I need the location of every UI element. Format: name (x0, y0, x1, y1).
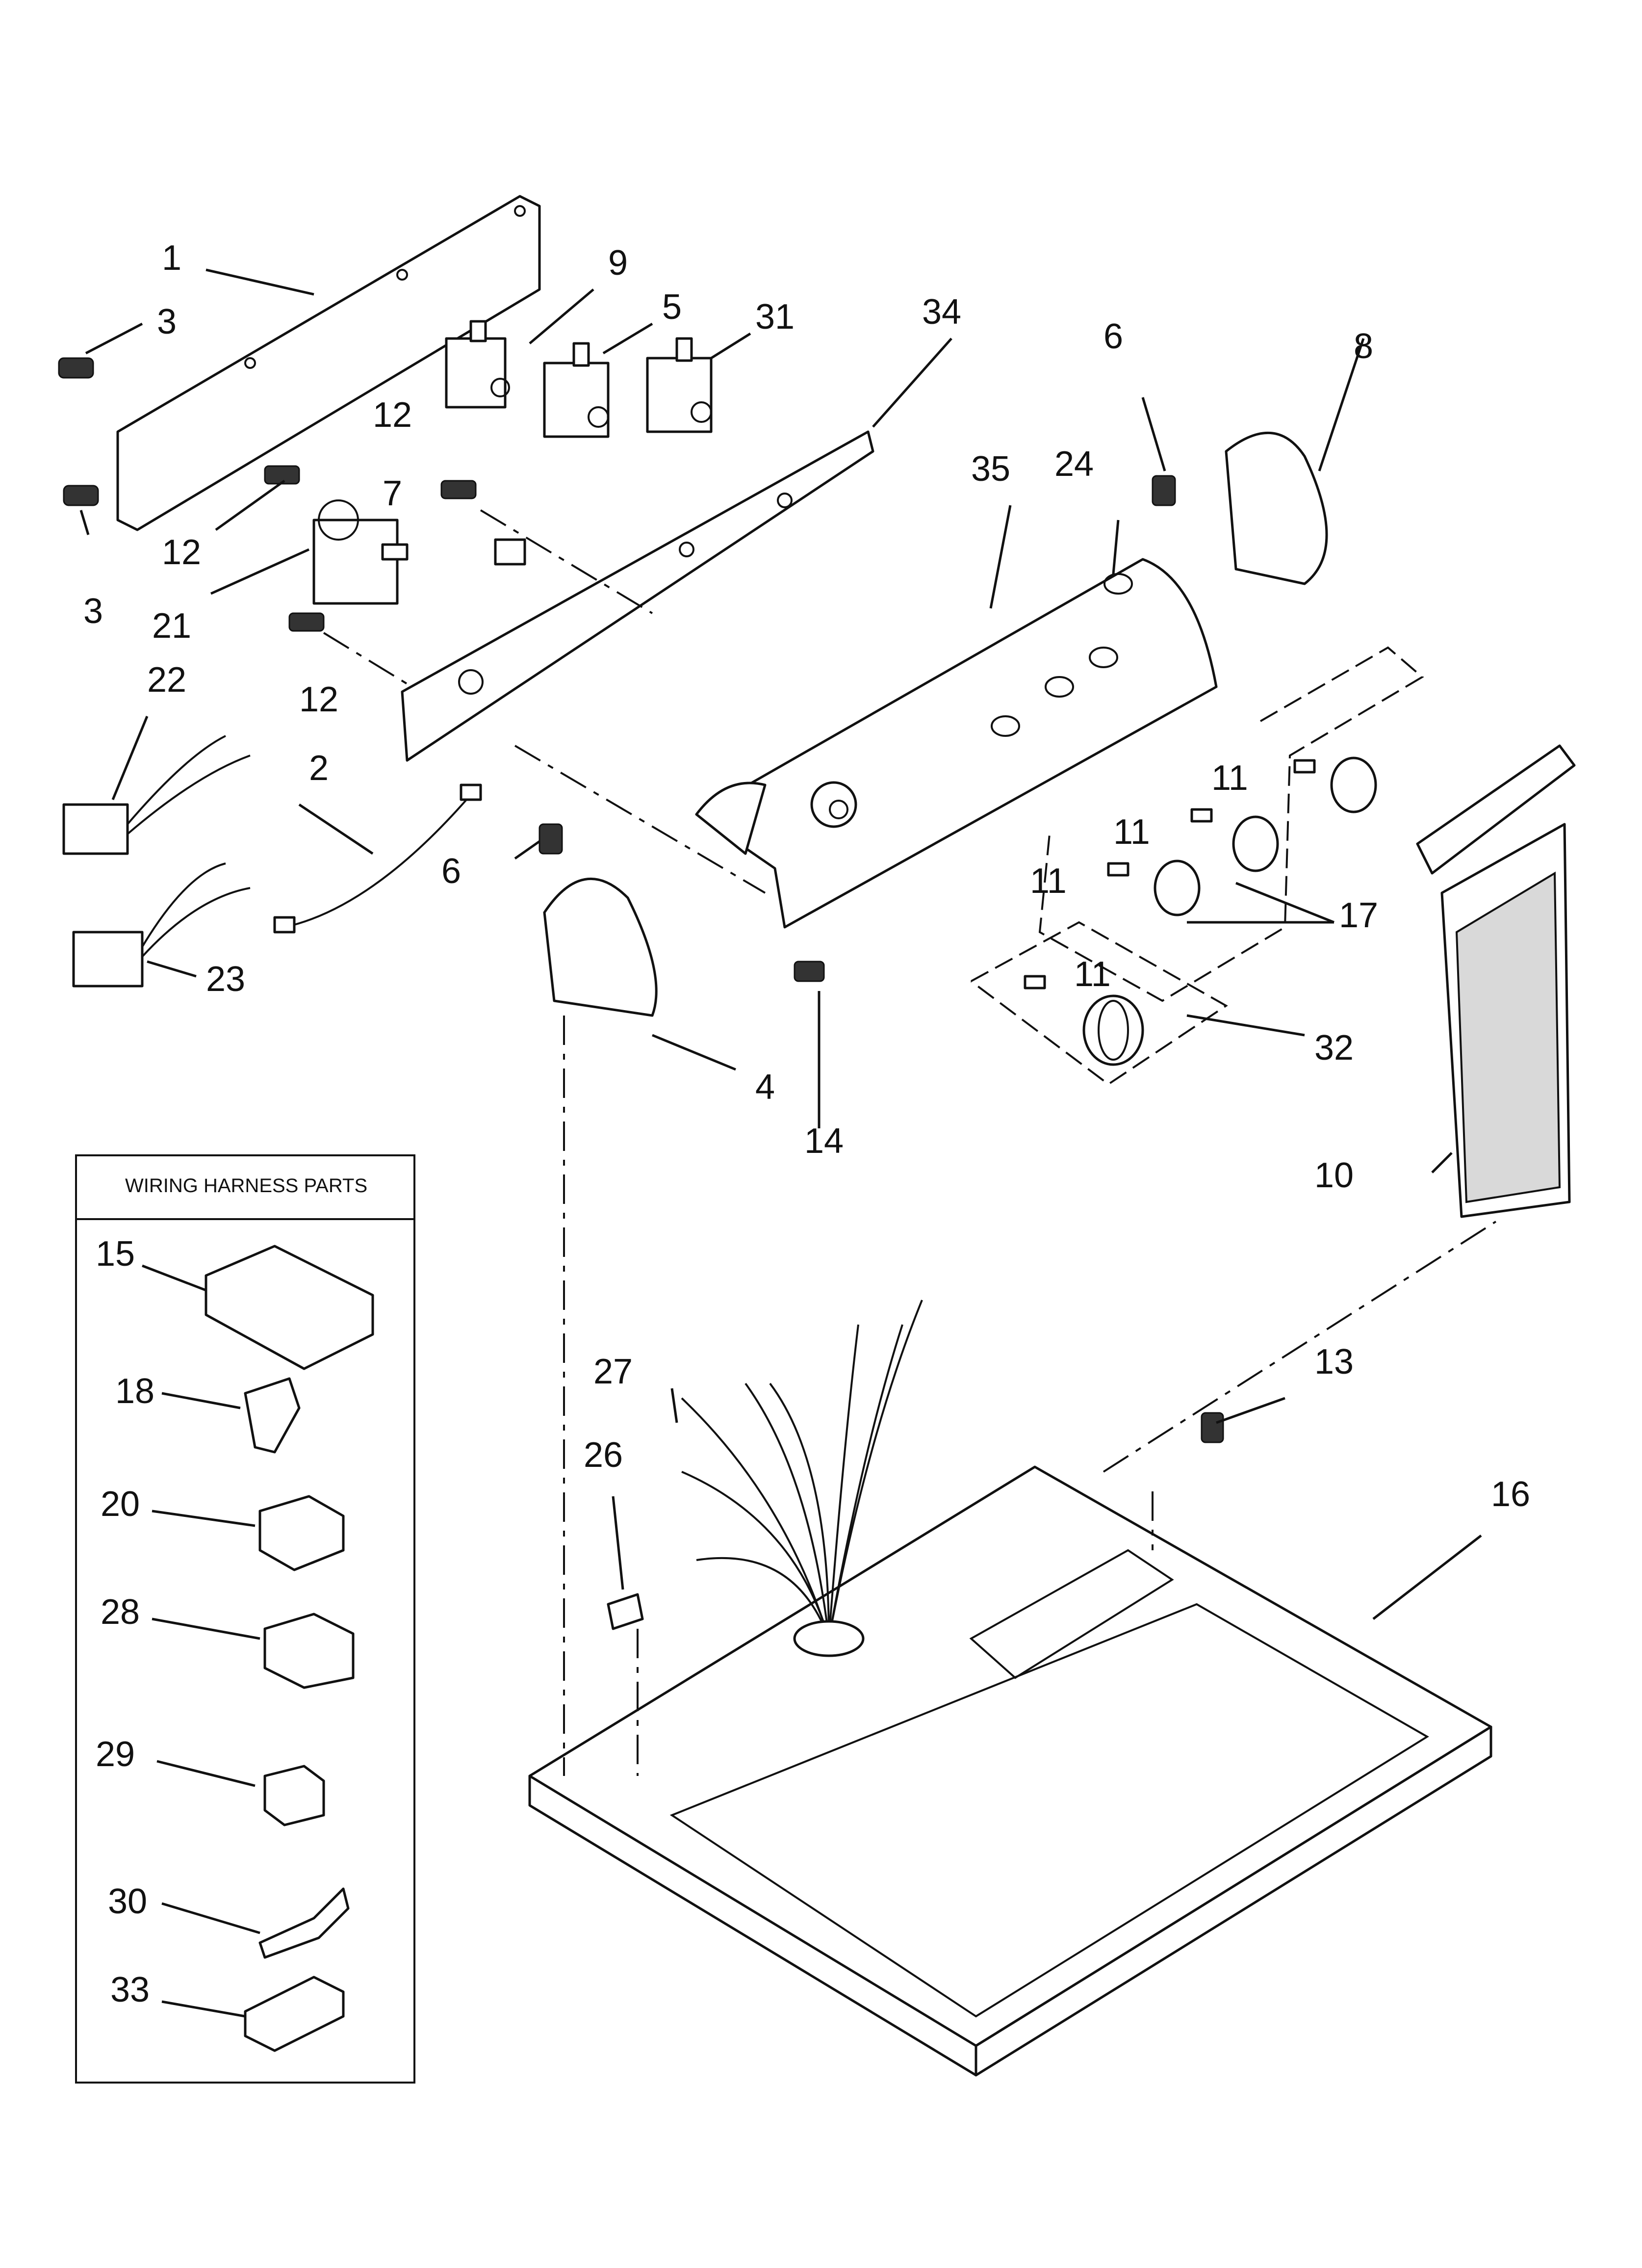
callout-16: 16 (1491, 1475, 1530, 1514)
screw-12-b (440, 480, 477, 499)
callout-13: 13 (1314, 1342, 1354, 1382)
callout-5: 5 (662, 287, 682, 327)
callout-17: 17 (1339, 896, 1378, 935)
part-17-knobs (1154, 756, 1377, 916)
dashed-reference-lines (323, 509, 1497, 1776)
screw-6-upper (1152, 475, 1176, 506)
callout-11-b: 11 (1113, 812, 1150, 852)
callout-9: 9 (608, 243, 628, 283)
callout-10: 10 (1314, 1156, 1354, 1195)
part-23-connector (72, 862, 251, 988)
part-11-clips (1024, 759, 1316, 990)
callout-33: 33 (110, 1970, 150, 2009)
callout-3-lower: 3 (83, 592, 103, 631)
callout-30: 30 (108, 1882, 147, 1921)
screw-3-upper (58, 357, 94, 379)
callout-11-c: 11 (1030, 861, 1067, 901)
callout-31: 31 (755, 297, 795, 337)
part-22-connector (62, 735, 251, 855)
callout-2: 2 (309, 749, 329, 788)
part-4-end-cap (543, 877, 658, 1017)
part-31-switch (646, 337, 713, 433)
part-34-console-bracket (401, 430, 874, 762)
part-5-switch (543, 342, 610, 438)
callout-35: 35 (971, 449, 1010, 489)
part-15-connector-block (205, 1245, 374, 1370)
part-35-console-panel (695, 558, 1218, 929)
part-9-switch (445, 320, 510, 409)
part-20-connector (258, 1495, 345, 1571)
callout-3-upper: 3 (157, 302, 177, 341)
wiring-box-title: WIRING HARNESS PARTS (125, 1175, 367, 1197)
callout-23: 23 (206, 960, 245, 999)
part-7-block (494, 538, 526, 566)
callout-21: 21 (152, 606, 191, 646)
callout-6-lower: 6 (441, 852, 461, 891)
callout-12-b: 12 (373, 395, 412, 435)
callout-34: 34 (922, 292, 961, 332)
part-1-rear-bracket (116, 195, 541, 531)
callout-32: 32 (1314, 1028, 1354, 1068)
part-27-wiring-harness (681, 1300, 923, 1657)
callout-11-d: 11 (1074, 955, 1111, 994)
screw-12-c (288, 612, 325, 632)
part-29-plug (263, 1765, 325, 1826)
part-21-timer (312, 499, 409, 605)
part-8-end-cap (1225, 431, 1328, 585)
part-18-clip (244, 1377, 301, 1454)
callout-14: 14 (804, 1121, 844, 1161)
callout-11-a: 11 (1211, 758, 1248, 798)
part-33-connector (244, 1976, 345, 2052)
callout-1: 1 (162, 238, 181, 278)
callout-4: 4 (755, 1068, 775, 1107)
screw-13 (1201, 1412, 1224, 1443)
callout-7: 7 (383, 474, 402, 513)
callout-28: 28 (101, 1592, 140, 1632)
part-2-wire (273, 783, 482, 934)
callout-8: 8 (1354, 327, 1373, 366)
screw-3-lower (63, 485, 99, 506)
callout-18: 18 (115, 1372, 154, 1411)
callout-29: 29 (96, 1735, 135, 1774)
part-26-clip (607, 1593, 644, 1630)
callout-20: 20 (101, 1485, 140, 1524)
screw-14 (794, 961, 825, 982)
callout-12-a: 12 (162, 533, 201, 572)
part-32-knob (1082, 994, 1144, 1066)
callout-26: 26 (584, 1435, 623, 1475)
leader-lines (79, 268, 1482, 1620)
callout-24: 24 (1054, 444, 1094, 484)
part-10-lint-screen (1416, 744, 1576, 1218)
callout-labels: 1 3 3 12 12 12 21 22 9 5 31 7 34 35 24 6… (83, 238, 1530, 1514)
callout-12-c: 12 (299, 680, 338, 719)
callout-22: 22 (147, 660, 186, 700)
callout-6-upper: 6 (1103, 317, 1123, 356)
wiring-harness-parts-box: WIRING HARNESS PARTS 15 18 20 28 29 30 3… (75, 1154, 415, 2084)
part-16-top-panel (528, 1465, 1492, 2077)
callout-27: 27 (593, 1352, 633, 1391)
callout-15: 15 (96, 1234, 135, 1274)
screw-6-lower (539, 823, 563, 855)
part-28-connector (263, 1613, 355, 1689)
part-30-terminal (258, 1887, 350, 1959)
